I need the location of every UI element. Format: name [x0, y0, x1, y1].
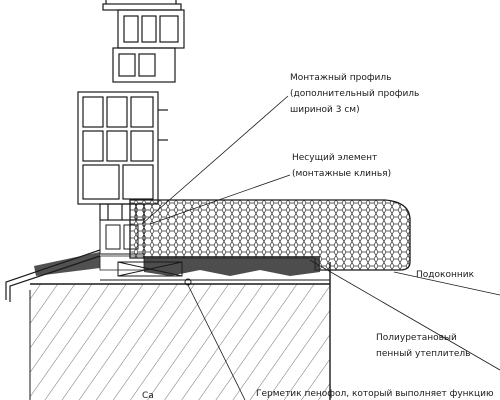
foam-insulation: [34, 252, 320, 276]
mounting-wedges: [117, 261, 183, 277]
label-mount-profile-line1: Монтажный профиль: [290, 73, 391, 83]
outer-sill-profile: [5, 249, 101, 302]
label-windowsill: Подоконник: [416, 270, 475, 280]
label-pu-foam-line1: Полиуретановый: [376, 333, 457, 343]
label-mount-profile-line2: (дополнительный профиль: [290, 89, 419, 99]
label-bearing-element: Несущий элемент (монтажные клинья): [292, 153, 391, 179]
label-sealant: Герметик пенофол, который выполняет функ…: [256, 389, 494, 399]
leader-lines: [141, 95, 500, 400]
label-bearing-element-line1: Несущий элемент: [292, 153, 377, 163]
label-mount-profile-line3: шириной 3 см): [290, 105, 360, 115]
masonry-wall: [29, 262, 331, 400]
label-mount-profile: Монтажный профиль (дополнительный профил…: [290, 73, 419, 115]
label-pu-foam: Полиуретановый пенный утеплитель: [376, 333, 470, 359]
window-frame-profile: [77, 0, 185, 221]
label-bearing-element-line2: (монтажные клинья): [292, 169, 391, 179]
label-pu-foam-line2: пенный утеплитель: [376, 349, 470, 359]
windowsill-board: [129, 199, 411, 271]
label-bottom-fragment: Са: [142, 391, 154, 400]
